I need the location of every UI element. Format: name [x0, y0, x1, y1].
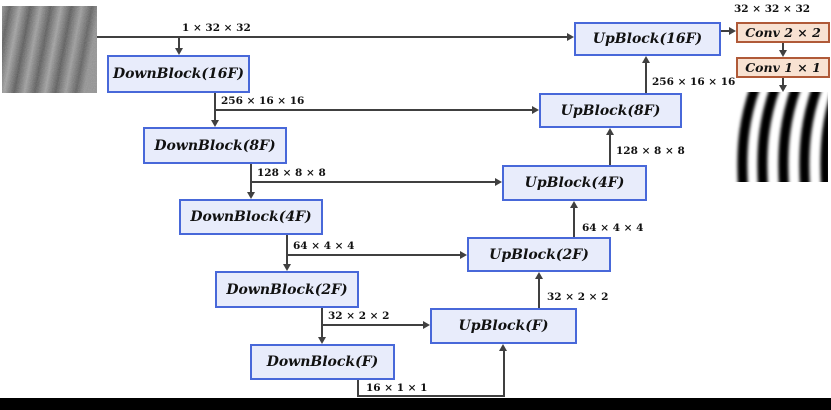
line-up4-to-up8	[609, 135, 611, 165]
arrowhead-into-output-image	[779, 85, 787, 92]
line-bottleneck-horizontal	[357, 395, 505, 397]
line-up2-to-up4	[573, 208, 575, 237]
line-up1-to-up2	[538, 279, 540, 308]
arrowhead-into-down2	[283, 264, 291, 271]
arrowhead-into-up1	[423, 321, 430, 329]
line-down8-out	[250, 164, 252, 192]
block-downblock-f: DownBlock(F)	[250, 344, 395, 380]
arrowhead-into-down8	[211, 120, 219, 127]
line-up8-to-up16	[645, 63, 647, 93]
tensor-label-input: 1 × 32 × 32	[182, 22, 251, 34]
line-up16-to-conv22	[721, 30, 729, 32]
line-down16-out	[214, 93, 216, 120]
tensor-label-enc8-out: 128 × 8 × 8	[257, 167, 326, 179]
block-downblock-4f: DownBlock(4F)	[179, 199, 323, 235]
line-down1-out-drop	[357, 380, 359, 397]
arrowhead-bottleneck-into-up1	[499, 344, 507, 351]
tensor-label-dec2-out: 64 × 4 × 4	[582, 222, 644, 234]
block-downblock-16f: DownBlock(16F)	[107, 55, 250, 93]
arrowhead-into-up2	[460, 251, 467, 259]
tensor-label-dec1-out: 32 × 2 × 2	[547, 291, 609, 303]
skip-line-to-up4	[250, 181, 495, 183]
arrowhead-into-up8	[532, 106, 539, 114]
block-upblock-16f: UpBlock(16F)	[574, 22, 721, 56]
clean-output-image	[733, 92, 828, 182]
arrowhead-up4-to-up8	[606, 128, 614, 135]
block-upblock-8f: UpBlock(8F)	[539, 93, 682, 128]
line-down4-out	[286, 235, 288, 264]
skip-line-input-to-up16	[97, 36, 567, 38]
tensor-label-enc4-out: 64 × 4 × 4	[293, 240, 355, 252]
line-conv11-to-output	[782, 78, 784, 85]
block-upblock-f: UpBlock(F)	[430, 308, 577, 344]
line-conv22-to-conv11	[782, 43, 784, 50]
skip-line-to-up8	[214, 109, 532, 111]
line-down2-out	[321, 308, 323, 337]
bottom-black-bar	[0, 398, 831, 410]
tensor-label-enc2-out: 32 × 2 × 2	[328, 310, 390, 322]
branch-line-into-down16	[178, 36, 180, 48]
line-bottleneck-riser	[503, 351, 505, 397]
block-upblock-2f: UpBlock(2F)	[467, 237, 611, 272]
block-conv-2x2: Conv 2 × 2	[736, 22, 830, 43]
arrowhead-up8-to-up16	[642, 56, 650, 63]
arrowhead-into-conv11	[779, 50, 787, 57]
arrowhead-into-up4	[495, 178, 502, 186]
tensor-label-enc16-out: 256 × 16 × 16	[221, 95, 305, 107]
arrowhead-up2-to-up4	[570, 201, 578, 208]
skip-line-to-up2	[286, 254, 460, 256]
tensor-label-dec8-out: 256 × 16 × 16	[652, 76, 736, 88]
tensor-label-dec4-out: 128 × 8 × 8	[616, 145, 685, 157]
arrowhead-into-up16	[567, 33, 574, 41]
block-downblock-8f: DownBlock(8F)	[143, 127, 287, 164]
tensor-label-output: 32 × 32 × 32	[734, 3, 811, 15]
block-conv-1x1: Conv 1 × 1	[736, 57, 830, 78]
arrowhead-into-down1	[318, 337, 326, 344]
skip-line-to-up1	[321, 324, 423, 326]
arrowhead-into-down16	[175, 48, 183, 55]
arrowhead-into-down4	[247, 192, 255, 199]
arrowhead-into-conv22	[729, 27, 736, 35]
arrowhead-up1-to-up2	[535, 272, 543, 279]
block-downblock-2f: DownBlock(2F)	[215, 271, 359, 308]
tensor-label-enc1-out: 16 × 1 × 1	[366, 382, 428, 394]
noisy-input-image	[2, 6, 97, 93]
block-upblock-4f: UpBlock(4F)	[502, 165, 647, 201]
